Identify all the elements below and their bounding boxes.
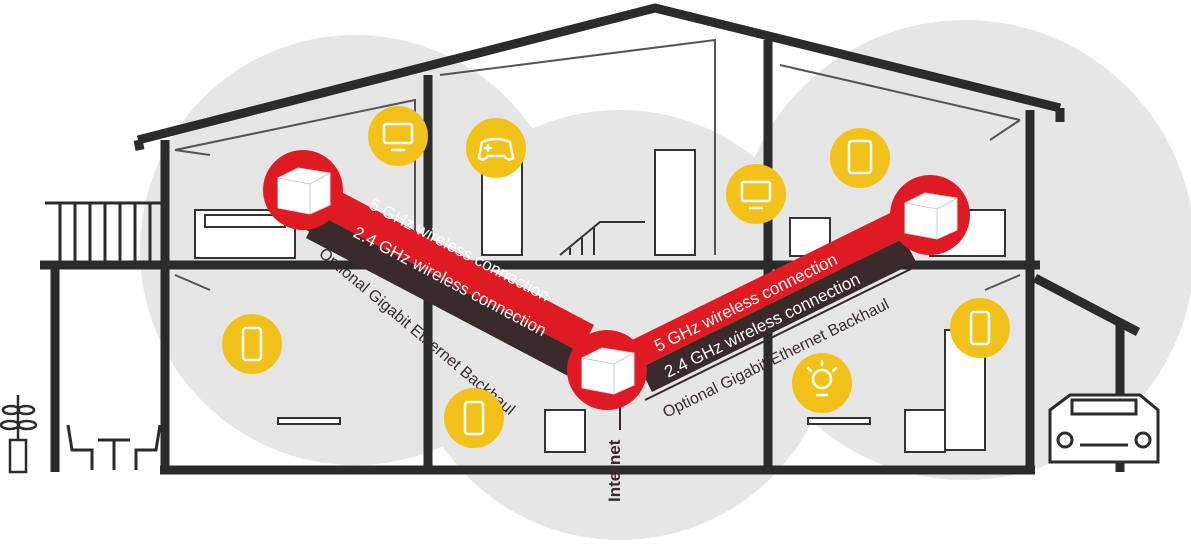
router-icon <box>581 347 635 395</box>
car-light-right <box>1134 431 1152 449</box>
lightbulb-icon <box>792 353 852 413</box>
backhaul-cable-right <box>644 261 926 401</box>
monitor-icon <box>368 106 428 166</box>
band-24-connections <box>306 214 916 392</box>
car-light-left <box>1056 431 1074 449</box>
patio-chair-left <box>66 424 94 470</box>
furniture <box>194 149 1006 453</box>
bulb-ray <box>831 366 838 373</box>
stairs <box>559 221 645 256</box>
ground-right-ceiling <box>984 274 1021 291</box>
band-5-left <box>318 186 594 352</box>
band-5-connections <box>318 186 904 368</box>
phone-body <box>241 326 263 362</box>
left-bed-pillow <box>204 214 286 228</box>
roof <box>136 3 1062 145</box>
plant-pot <box>8 438 28 474</box>
device-badge <box>950 298 1010 358</box>
monitor-icon <box>726 164 786 224</box>
device-badge <box>726 164 786 224</box>
potted-plant-icon <box>0 395 38 474</box>
device-badge <box>222 314 282 374</box>
device-icons <box>222 106 1010 448</box>
bulb-ray <box>806 366 813 373</box>
plant-leaf <box>0 419 21 431</box>
tablet-icon <box>830 128 890 188</box>
plant-leaf <box>16 419 38 431</box>
right-room-perspective <box>989 119 1021 141</box>
stair-rail <box>559 221 645 256</box>
device-badge <box>830 128 890 188</box>
device-badge <box>444 388 504 448</box>
left-room-perspective <box>174 149 211 156</box>
gamepad-icon <box>466 118 526 178</box>
ground-left-table <box>277 417 341 425</box>
left-room-ceiling <box>174 98 416 255</box>
device-badge <box>466 118 526 178</box>
phone-icon <box>950 298 1010 358</box>
device-badge <box>368 106 428 166</box>
ground-left-ceiling <box>174 274 211 291</box>
band-5-right <box>628 212 904 368</box>
band-24-left <box>306 214 580 376</box>
right-room-ceiling <box>779 64 1021 121</box>
balcony-railing <box>45 201 165 262</box>
router-icon <box>277 167 331 215</box>
phone-body <box>463 400 485 436</box>
router-icon <box>904 192 958 240</box>
car-icon <box>1048 393 1160 464</box>
band-24-right <box>640 238 916 392</box>
ground-mid-cabinet <box>544 409 586 453</box>
interior-lines <box>174 38 1021 291</box>
ground-right-cabinet <box>904 409 946 453</box>
monitor-screen <box>382 122 414 145</box>
mesh-node-right <box>890 175 970 255</box>
phone-body <box>969 310 991 346</box>
left-eave <box>133 139 145 151</box>
monitor-screen <box>740 180 772 203</box>
patio-furniture <box>66 424 162 470</box>
car-windshield <box>1070 398 1138 416</box>
mid-door-right <box>654 149 696 256</box>
mesh-node-left <box>263 150 343 230</box>
internet-connection: Internet <box>605 405 624 502</box>
plant-leaf <box>1 404 21 416</box>
bulb-glass <box>811 368 833 390</box>
phone-icon <box>222 314 282 374</box>
mid-room-ceiling <box>439 38 716 255</box>
plant-leaf <box>16 404 36 416</box>
mesh-node-center <box>567 330 647 410</box>
ground-right-table <box>807 417 871 425</box>
patio-chair-right <box>134 424 162 470</box>
internet-label: Internet <box>605 439 624 502</box>
phone-icon <box>444 388 504 448</box>
gamepad-body <box>477 137 515 161</box>
tablet-body <box>847 139 873 175</box>
